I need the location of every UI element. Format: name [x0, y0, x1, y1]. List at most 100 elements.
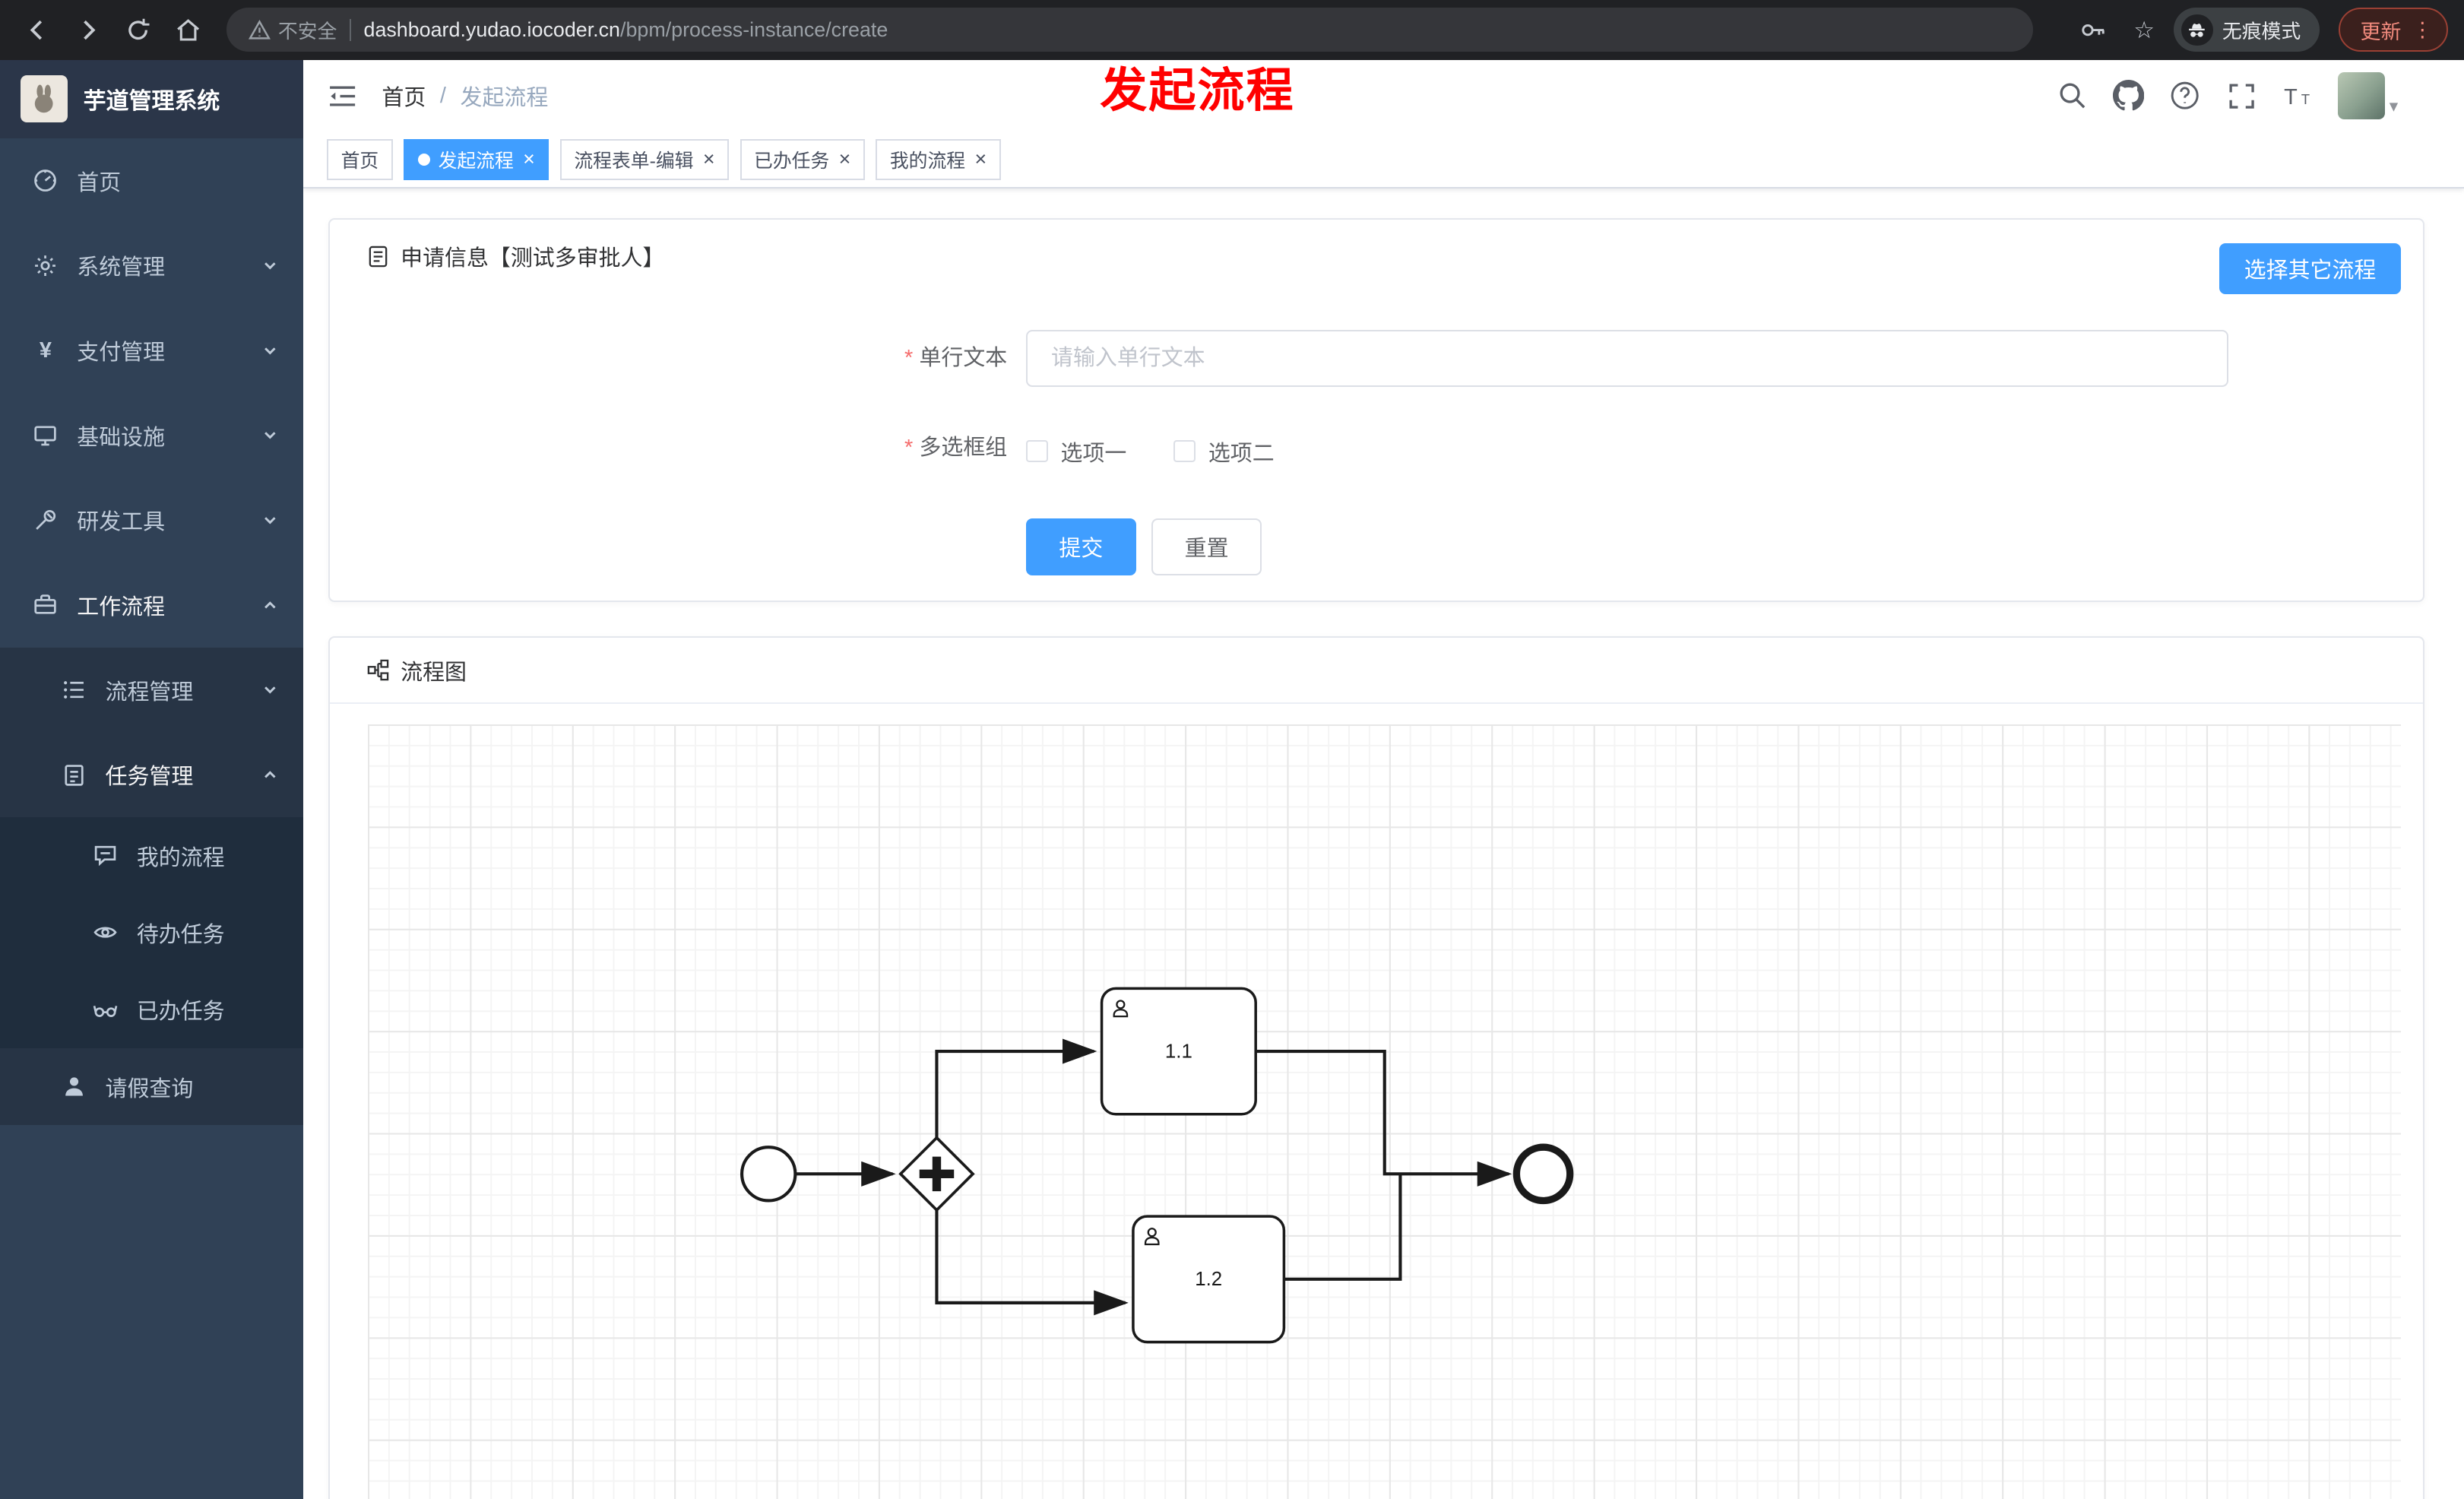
glasses-icon — [93, 997, 118, 1022]
user-task-icon — [1113, 1000, 1128, 1018]
person-icon — [62, 1074, 87, 1099]
sidebar-item-my-process[interactable]: 我的流程 — [0, 817, 303, 894]
svg-text:T: T — [2284, 84, 2298, 109]
main-content: 申请信息【测试多审批人】 选择其它流程 *单行文本 *多选框组 选项一 — [303, 189, 2464, 1499]
bookmark-star-icon[interactable]: ☆ — [2133, 16, 2155, 43]
address-bar[interactable]: 不安全 dashboard.yudao.iocoder.cn/bpm/proce… — [226, 8, 2034, 52]
chevron-down-icon — [262, 682, 278, 698]
process-diagram-card: 流程图 — [328, 636, 2425, 1499]
user-menu[interactable]: ▾ — [2337, 72, 2398, 120]
avatar[interactable] — [2337, 72, 2385, 120]
briefcase-icon — [33, 592, 58, 617]
document-icon — [369, 246, 387, 268]
user-task-icon — [1144, 1228, 1160, 1246]
tab-label: 已办任务 — [754, 151, 830, 172]
sidebar-item-devtools[interactable]: 研发工具 — [0, 478, 303, 563]
update-button[interactable]: 更新 ⋮ — [2338, 8, 2449, 52]
sidebar-item-label: 待办任务 — [136, 923, 225, 947]
warning-icon — [248, 19, 271, 40]
checkbox-icon[interactable] — [1026, 440, 1048, 463]
close-icon[interactable]: × — [523, 147, 535, 171]
tab-my-process[interactable]: 我的流程 × — [876, 139, 1001, 180]
url-text[interactable]: dashboard.yudao.iocoder.cn/bpm/process-i… — [364, 18, 888, 42]
sidebar-item-system[interactable]: 系统管理 — [0, 223, 303, 309]
home-icon[interactable] — [166, 9, 211, 50]
chevron-up-icon — [262, 767, 278, 783]
checkbox-label: 选项一 — [1060, 441, 1127, 466]
sidebar-collapse-icon[interactable] — [303, 60, 382, 132]
flow-gateway-to-task2 — [935, 1209, 1129, 1316]
tab-home[interactable]: 首页 — [327, 139, 393, 180]
flow-gateway-to-task1 — [935, 1038, 1097, 1138]
checkbox-icon[interactable] — [1173, 440, 1196, 463]
search-icon[interactable] — [2054, 78, 2089, 113]
sidebar-item-label: 请假查询 — [105, 1076, 194, 1101]
sidebar-item-todo-tasks[interactable]: 待办任务 — [0, 894, 303, 971]
gear-icon — [33, 253, 58, 278]
sidebar-item-task-management[interactable]: 任务管理 — [0, 732, 303, 817]
submit-button[interactable]: 提交 — [1026, 518, 1136, 575]
parallel-gateway-plus-icon — [919, 1156, 954, 1192]
sidebar-item-label: 任务管理 — [105, 765, 194, 790]
tab-label: 流程表单-编辑 — [574, 151, 694, 172]
flow-task1-to-end — [1255, 1050, 1512, 1187]
sidebar-item-label: 已办任务 — [136, 1000, 225, 1025]
sidebar-item-payment[interactable]: ¥ 支付管理 — [0, 308, 303, 393]
text-field-row: *单行文本 — [366, 330, 2387, 387]
reload-icon[interactable] — [116, 9, 160, 50]
wrench-icon — [33, 508, 58, 533]
tab-label: 首页 — [340, 151, 379, 172]
close-icon[interactable]: × — [974, 147, 987, 171]
monitor-icon — [33, 423, 58, 448]
github-icon[interactable] — [2111, 78, 2146, 113]
sidebar-item-workflow[interactable]: 工作流程 — [0, 563, 303, 648]
url-divider — [349, 18, 351, 41]
sidebar-item-infrastructure[interactable]: 基础设施 — [0, 393, 303, 478]
breadcrumb-current: 发起流程 — [460, 86, 549, 111]
card-title-text: 申请信息【测试多审批人】 — [401, 246, 665, 271]
password-key-icon[interactable] — [2071, 9, 2115, 50]
logo-avatar — [20, 75, 68, 123]
close-icon[interactable]: × — [838, 147, 851, 171]
sidebar-item-done-tasks[interactable]: 已办任务 — [0, 971, 303, 1048]
help-icon[interactable] — [2168, 78, 2202, 113]
sidebar-item-label: 研发工具 — [77, 510, 166, 535]
list-icon — [62, 677, 87, 702]
sidebar-item-home[interactable]: 首页 — [0, 138, 303, 223]
sidebar-item-leave-query[interactable]: 请假查询 — [0, 1048, 303, 1125]
checkbox-label: 选项二 — [1208, 441, 1275, 466]
yen-icon: ¥ — [39, 338, 52, 363]
choose-other-process-button[interactable]: 选择其它流程 — [2219, 243, 2402, 294]
back-icon[interactable] — [16, 9, 60, 50]
tab-create-process[interactable]: 发起流程 × — [404, 139, 549, 180]
close-icon[interactable]: × — [702, 147, 715, 171]
checkbox-option-2[interactable]: 选项二 — [1173, 436, 1275, 467]
logo[interactable]: 芋道管理系统 — [0, 59, 304, 138]
chevron-down-icon — [262, 258, 278, 274]
single-line-text-input[interactable] — [1026, 330, 2228, 387]
incognito-badge[interactable]: 无痕模式 — [2173, 8, 2320, 52]
user-task-1-2 — [1131, 1215, 1285, 1344]
field-label: *单行文本 — [904, 346, 1008, 371]
eye-icon — [93, 920, 118, 945]
reset-button[interactable]: 重置 — [1151, 518, 1262, 575]
breadcrumb-home[interactable]: 首页 — [382, 86, 426, 111]
security-warning[interactable]: 不安全 — [248, 16, 337, 44]
field-label: *多选框组 — [904, 435, 1008, 460]
bpmn-diagram: 1.1 1.2 — [740, 987, 1574, 1344]
checkbox-option-1[interactable]: 选项一 — [1026, 436, 1126, 467]
sidebar-item-process-management[interactable]: 流程管理 — [0, 648, 303, 733]
fullscreen-icon[interactable] — [2225, 78, 2259, 113]
sidebar-item-label: 流程管理 — [105, 680, 194, 705]
end-event — [1512, 1143, 1574, 1205]
update-label: 更新 — [2360, 20, 2402, 43]
tab-form-edit[interactable]: 流程表单-编辑 × — [559, 139, 730, 180]
url-host: dashboard.yudao.iocoder.cn — [363, 17, 621, 41]
diagram-card-title: 流程图 — [401, 660, 467, 685]
forward-icon[interactable] — [66, 9, 110, 50]
browser-menu-icon[interactable]: ⋮ — [2412, 17, 2433, 41]
bpmn-canvas[interactable]: 1.1 1.2 — [330, 704, 2423, 1499]
tab-done-tasks[interactable]: 已办任务 × — [740, 139, 865, 180]
